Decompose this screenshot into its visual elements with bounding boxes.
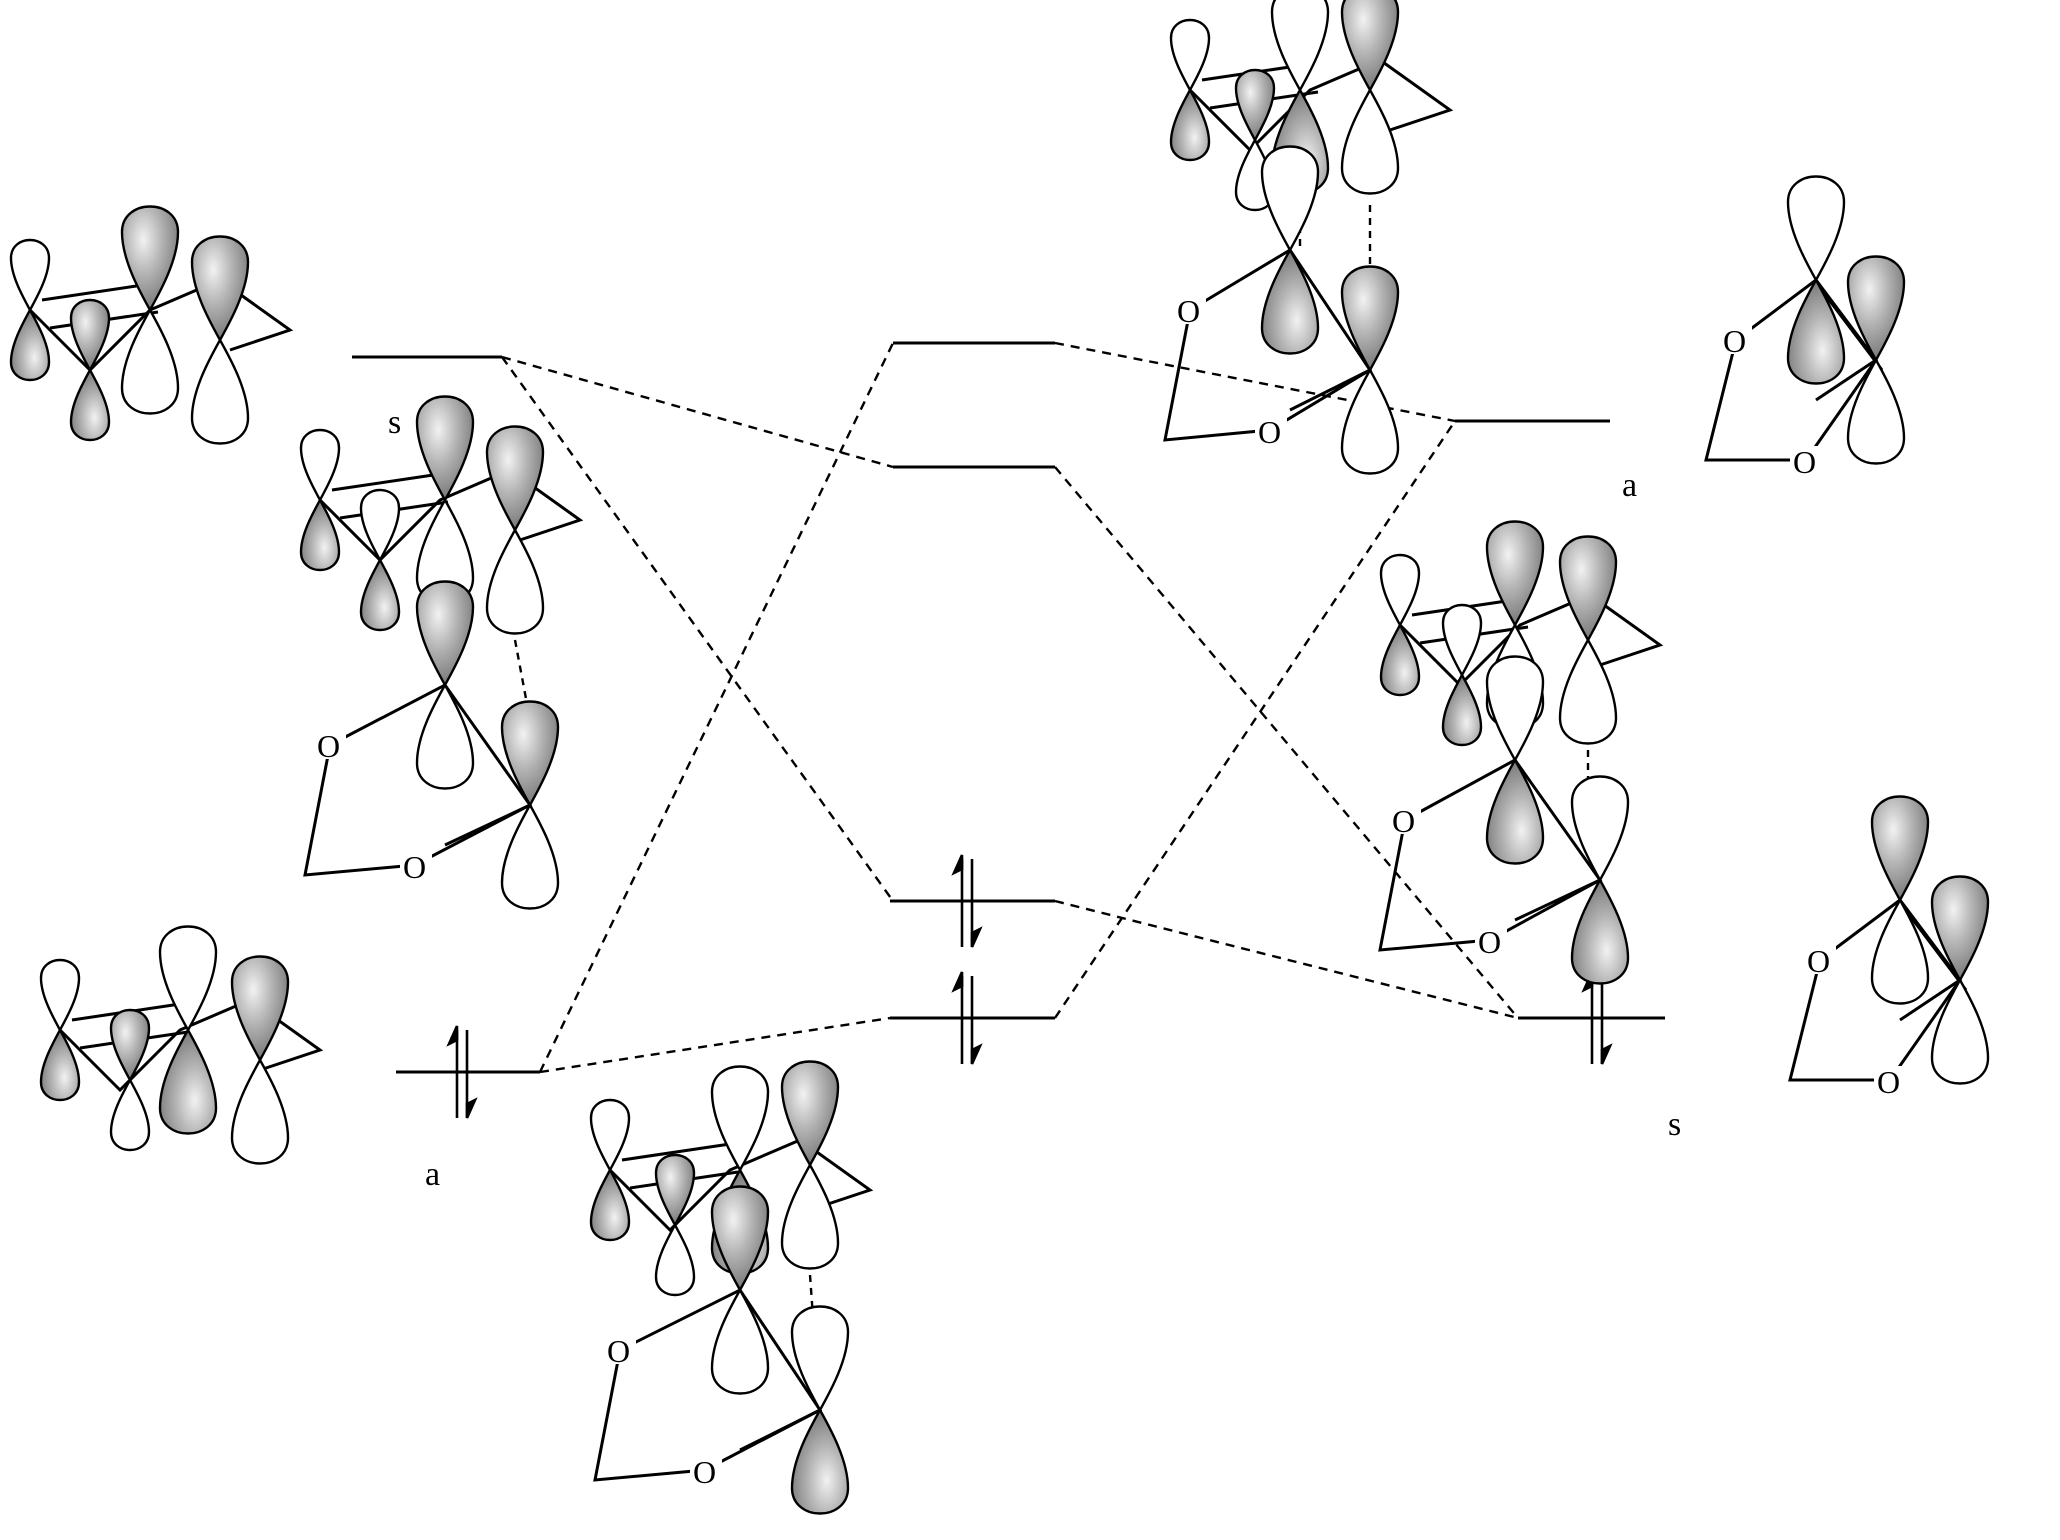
oxygen-label: O xyxy=(1478,924,1501,960)
correlation-lines xyxy=(501,341,1519,1074)
combined-mo-left: O O xyxy=(299,395,582,910)
oxygen-label: O xyxy=(1258,414,1281,450)
spin-pair-arrows-icon xyxy=(951,971,983,1065)
oxygen-label: O xyxy=(1807,943,1830,979)
combined-mo-top: O O xyxy=(1163,0,1452,475)
label-left-upper-symmetry: s xyxy=(388,404,401,441)
oxygen-label: O xyxy=(317,728,340,764)
spin-pairs xyxy=(446,854,1613,1119)
oxygen-label: O xyxy=(1723,323,1746,359)
spin-pair-arrows-icon xyxy=(1581,971,1613,1065)
oxygen-label: O xyxy=(1877,1064,1900,1100)
dipolarophile-mo-s: O O xyxy=(1788,795,1990,1100)
oxygen-label: O xyxy=(1793,444,1816,480)
oxygen-label: O xyxy=(607,1333,630,1369)
diene-mo-a xyxy=(39,925,322,1165)
label-left-lower-symmetry: a xyxy=(425,1156,440,1193)
label-right-lower-symmetry: s xyxy=(1668,1106,1681,1143)
dipolarophile-mo-a: O O xyxy=(1704,175,1906,480)
spin-pair-arrows-icon xyxy=(446,1025,478,1119)
oxygen-label: O xyxy=(1177,293,1200,329)
label-right-upper-symmetry: a xyxy=(1622,467,1637,504)
combined-mo-bottom: O O xyxy=(589,1060,872,1515)
oxygen-label: O xyxy=(1392,803,1415,839)
combined-mo-right: O O xyxy=(1378,520,1662,985)
spin-pair-arrows-icon xyxy=(951,854,983,948)
diene-mo-s xyxy=(9,205,292,445)
oxygen-label: O xyxy=(403,849,426,885)
oxygen-label: O xyxy=(693,1454,716,1490)
p-orbital-shaded-icon xyxy=(9,308,51,382)
